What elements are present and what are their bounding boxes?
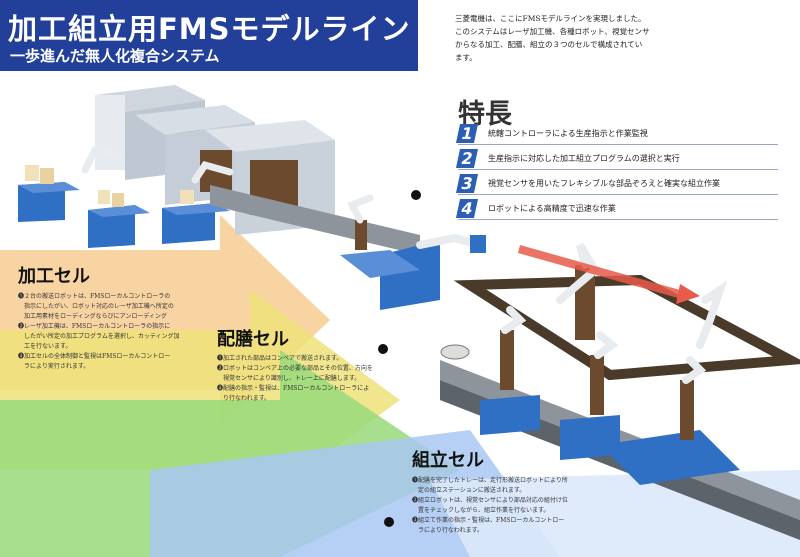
assembly-bases: [480, 265, 740, 485]
feature-text: 視覚センサを用いたフレキシブルな部品ぞろえと確実な組立作業: [488, 179, 720, 188]
feature-item: 3 視覚センサを用いたフレキシブルな部品ぞろえと確実な組立作業: [455, 173, 778, 195]
robot-pedestal: [355, 220, 367, 250]
material-blocks: [25, 165, 194, 207]
feature-text: 生産指示に対応した加工組立プログラムの選択と実行: [488, 154, 680, 163]
feature-number: 4: [455, 199, 479, 218]
feature-number: 3: [455, 174, 479, 193]
conveyor-processing: [210, 185, 420, 255]
intro-text: 三菱電機は、ここにFMSモデルラインを実現しました。 このシステムはレーザ加工機…: [455, 14, 650, 62]
tray-icon: [440, 344, 470, 360]
feature-text: ロボットによる高精度で迅速な作業: [488, 204, 616, 213]
feature-item: 1 統轄コントローラによる生産指示と作業監視: [455, 123, 778, 145]
feature-item: 2 生産指示に対応した加工組立プログラムの選択と実行: [455, 148, 778, 170]
assembly-cell-label: 組立セル: [412, 450, 484, 471]
title-banner: 加工組立用FMSモデルライン 一歩進んだ無人化複合システム: [0, 0, 418, 71]
robot-arms-processing: [81, 146, 374, 224]
robot-arms-assembly: [416, 233, 728, 384]
assembly-cell-description: ❶配膳を完了したトレーは、走行形搬送ロボットにより所 定の組立ステーションに搬送…: [412, 477, 568, 534]
page-title: 加工組立用FMSモデルライン: [8, 12, 411, 46]
binder-dot: [378, 344, 388, 354]
workpiece-bases: [18, 182, 230, 248]
feature-item: 4 ロボットによる高精度で迅速な作業: [455, 198, 778, 220]
feature-number: 1: [455, 124, 479, 143]
binder-dot: [384, 517, 394, 527]
features-list: 1 統轄コントローラによる生産指示と作業監視 2 生産指示に対応した加工組立プロ…: [455, 123, 778, 223]
processing-cell-label: 加工セル: [18, 266, 90, 287]
page-subtitle: 一歩進んだ無人化複合システム: [10, 47, 220, 65]
processing-cell-description: ❶２台の搬送ロボットは、FMSローカルコントローラの 指示にしたがい、ロボット対…: [18, 293, 180, 370]
gantry-frame: [453, 274, 800, 381]
binder-dot: [411, 190, 421, 200]
feature-text: 統轄コントローラによる生産指示と作業監視: [488, 129, 648, 138]
distribution-cell-description: ❶加工された部品はコンベアで搬送されます。 ❷ロボットはコンベア上の必要な部品と…: [217, 355, 373, 402]
transfer-arrow: [518, 245, 700, 304]
distribution-cell-label: 配膳セル: [217, 329, 289, 350]
feature-number: 2: [455, 149, 479, 168]
